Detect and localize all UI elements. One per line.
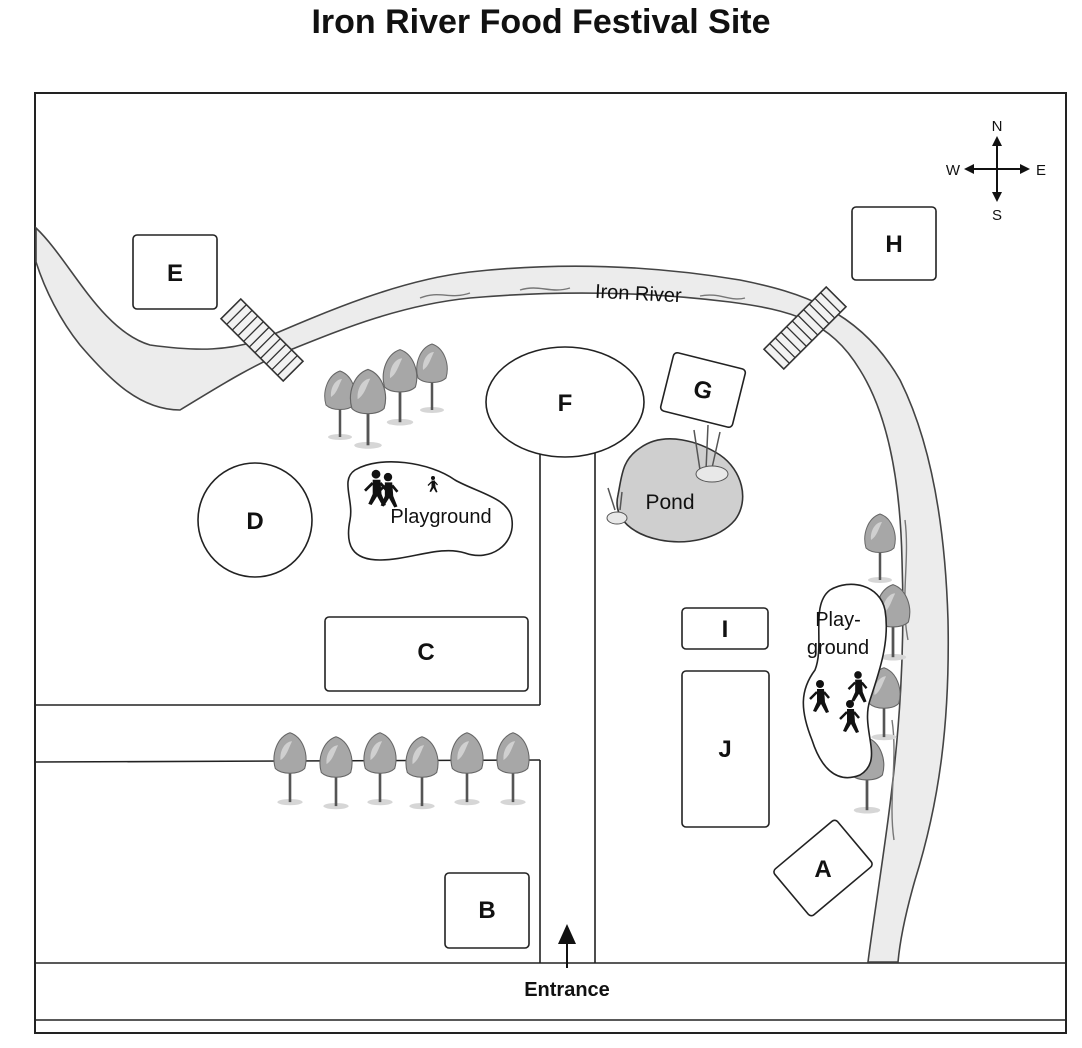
playground-west-label: Playground <box>390 506 491 528</box>
pond-rocks <box>695 465 729 483</box>
entrance-arrow-icon <box>558 924 576 968</box>
playground-east <box>802 583 888 779</box>
site-i: I <box>681 607 769 650</box>
bridge-icon <box>219 297 305 383</box>
site-a: A <box>773 819 873 917</box>
site-i-label: I <box>722 616 729 643</box>
tree-icon <box>349 367 387 451</box>
pond-rocks <box>606 511 628 525</box>
river-ripple <box>419 287 909 841</box>
site-j-label: J <box>718 736 731 763</box>
pond <box>616 438 744 543</box>
site-d: D <box>197 462 313 578</box>
compass-n: N <box>992 118 1003 135</box>
tree-icon <box>495 731 531 807</box>
site-f: F <box>485 346 645 458</box>
site-b-label: B <box>478 897 495 924</box>
site-e: E <box>132 234 218 310</box>
compass-rose-icon: N S W E <box>946 118 1046 224</box>
site-h: H <box>851 206 937 281</box>
compass-e: E <box>1036 162 1046 179</box>
tree-cluster-west <box>323 342 449 451</box>
tree-icon <box>415 342 449 415</box>
pond-label: Pond <box>645 491 694 514</box>
site-c: C <box>324 616 529 692</box>
tree-icon <box>272 731 308 807</box>
tree-icon <box>318 735 354 811</box>
site-f-label: F <box>558 390 573 417</box>
map-title: Iron River Food Festival Site <box>311 3 771 41</box>
entrance-label: Entrance <box>524 979 610 1001</box>
tree-icon <box>404 735 440 811</box>
playground-east-label-2: ground <box>807 637 869 659</box>
site-c-label: C <box>417 639 434 666</box>
playground-east-label-1: Play- <box>815 609 861 631</box>
tree-row <box>272 731 531 811</box>
tree-icon <box>863 512 897 585</box>
site-a-label: A <box>814 856 831 883</box>
compass-w: W <box>946 162 961 179</box>
iron-river <box>35 226 950 963</box>
site-d-label: D <box>246 508 263 535</box>
tree-icon <box>381 348 419 427</box>
bridge-icon <box>762 285 848 371</box>
site-h-label: H <box>885 231 902 258</box>
site-e-label: E <box>167 260 183 287</box>
pond-reeds <box>607 424 721 511</box>
site-g: G <box>659 351 747 429</box>
site-b: B <box>444 872 530 949</box>
map-border <box>34 92 1067 1034</box>
tree-icon <box>362 731 398 807</box>
tree-icon <box>449 731 485 807</box>
river-label: Iron River <box>594 281 682 308</box>
site-j: J <box>681 670 770 828</box>
compass-s: S <box>992 207 1002 224</box>
